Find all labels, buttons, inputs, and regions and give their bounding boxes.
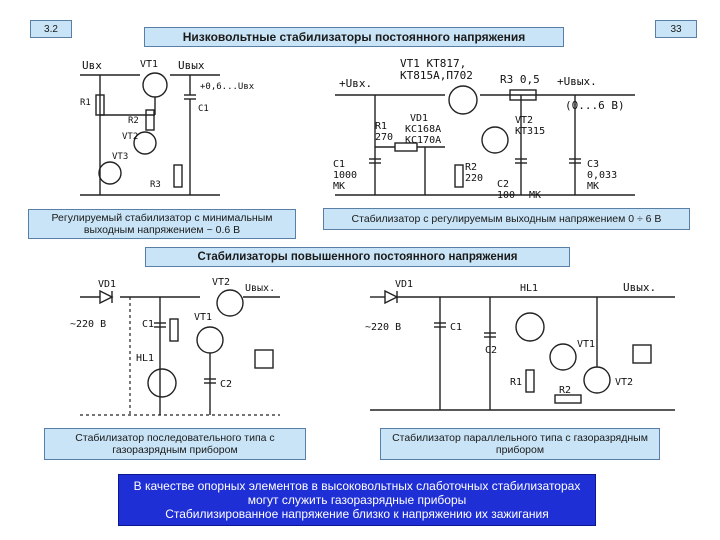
schematic-series-gas-discharge: VD1 VT2 Uвых. ~220 В C1 VT1 HL1 C2 xyxy=(70,277,280,416)
label-r2: R2 xyxy=(128,116,139,126)
label-r2: R2 xyxy=(465,162,477,173)
label-c2: C2 xyxy=(485,345,497,356)
label-r1: R1 xyxy=(80,98,91,108)
label-uout: Uвых. xyxy=(623,281,656,294)
label-c3: C3 xyxy=(587,159,599,170)
label-c2-unit: МК xyxy=(529,190,541,201)
caption-parallel-gas-discharge: Стабилизатор параллельного типа с газора… xyxy=(380,428,660,460)
label-r1: R1 xyxy=(375,121,387,132)
label-vt2-type: КТ315 xyxy=(515,126,545,137)
label-r2: R2 xyxy=(559,385,571,396)
schematic-adjustable-stabilizer: Uвх VT1 Uвых +0,6...Uвх R1 C1 R2 VT2 VT3… xyxy=(80,59,255,196)
label-range: +0,6...Uвх xyxy=(200,82,255,92)
label-c3-unit: МК xyxy=(587,181,599,192)
label-uin: +Uвх. xyxy=(339,77,372,90)
label-uin: ~220 В xyxy=(70,319,106,330)
label-vt2: VT2 xyxy=(615,377,633,388)
label-vt1: VT1 xyxy=(577,339,595,350)
label-vt1: VT1 xyxy=(140,59,158,70)
label-vt2: VT2 xyxy=(212,277,230,288)
label-r1: R1 xyxy=(510,377,522,388)
label-range: (0...6 В) xyxy=(565,99,625,112)
label-c1: C1 xyxy=(450,322,462,333)
label-vd1-types: КС168А xyxy=(405,124,441,135)
page-number-left: 3.2 xyxy=(30,20,72,38)
label-r3: R3 xyxy=(150,180,161,190)
label-vt3: VT3 xyxy=(112,152,128,162)
schematic-parallel-gas-discharge: VD1 HL1 Uвых. ~220 В C1 C2 VT1 VT2 R1 R2 xyxy=(365,279,675,411)
label-vt2: VT2 xyxy=(122,132,138,142)
schematic-regulated-0-6v: VT1 КТ817, КТ815А,П702 R3 0,5 +Uвх. +Uвы… xyxy=(333,57,635,201)
label-vd1: VD1 xyxy=(410,113,428,124)
label-c1-val: 1000 xyxy=(333,170,357,181)
section-title-low-voltage: Низковольтные стабилизаторы постоянного … xyxy=(144,27,564,47)
label-c2: C2 xyxy=(497,179,509,190)
label-hl1: HL1 xyxy=(520,283,538,294)
label-c1: C1 xyxy=(198,104,209,114)
label-r1-val: 270 xyxy=(375,132,393,143)
label-vd1: VD1 xyxy=(395,279,413,290)
label-vd1: VD1 xyxy=(98,279,116,290)
label-uin: Uвх xyxy=(82,59,102,72)
schematic-wiring xyxy=(335,85,635,196)
caption-series-gas-discharge: Стабилизатор последовательного типа с га… xyxy=(44,428,306,460)
label-uout: +Uвых. xyxy=(557,75,597,88)
schematic-wiring xyxy=(80,289,280,416)
label-c2: C2 xyxy=(220,379,232,390)
label-c1: C1 xyxy=(142,319,154,330)
schematic-wiring xyxy=(80,72,220,196)
section-title-high-voltage: Стабилизаторы повышенного постоянного на… xyxy=(145,247,570,267)
label-c1: C1 xyxy=(333,159,345,170)
label-vt1-types-2: КТ815А,П702 xyxy=(400,69,473,82)
caption-regulated-0-6v: Стабилизатор с регулируемым выходным нап… xyxy=(323,208,690,230)
page-number-right: 33 xyxy=(655,20,697,38)
label-r2-val: 220 xyxy=(465,173,483,184)
label-c1-unit: МК xyxy=(333,181,345,192)
label-uout: Uвых xyxy=(178,59,205,72)
label-hl1: HL1 xyxy=(136,353,154,364)
label-vt2: VT2 xyxy=(515,115,533,126)
label-c2-val: 100 xyxy=(497,190,515,201)
caption-adjustable-stabilizer: Регулируемый стабилизатор с минимальным … xyxy=(28,209,296,239)
label-uout: Uвых. xyxy=(245,283,275,294)
label-vt1: VT1 xyxy=(194,312,212,323)
label-uin: ~220 В xyxy=(365,322,401,333)
label-vt1-types: VT1 КТ817, xyxy=(400,57,466,70)
label-r3: R3 0,5 xyxy=(500,73,540,86)
gas-discharge-note: В качестве опорных элементов в высоковол… xyxy=(118,474,596,526)
label-vd1-types-2: КС170А xyxy=(405,135,441,146)
schematic-wiring xyxy=(370,289,675,411)
label-c3-val: 0,033 xyxy=(587,170,617,181)
